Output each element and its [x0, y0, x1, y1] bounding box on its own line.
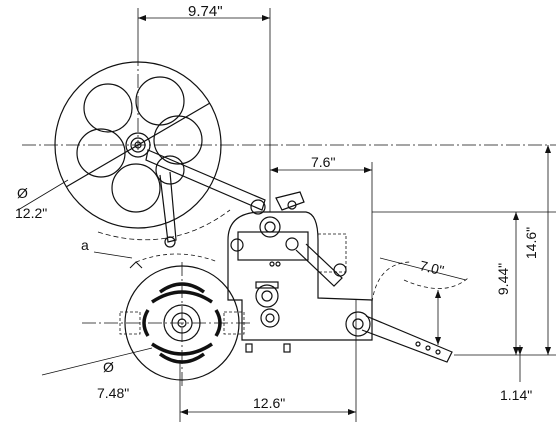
reel-swing-arc	[97, 209, 231, 241]
hub-diameter-symbol: Ø	[103, 359, 114, 375]
rewind-hub	[119, 253, 245, 381]
dimension-mid-width: 7.6"	[311, 154, 336, 170]
dimension-top-width: 9.74"	[188, 3, 223, 20]
label-reel	[54, 61, 266, 248]
peel-plate	[345, 261, 469, 363]
dimension-reel-diameter: 12.2"	[15, 205, 48, 221]
applicator-body	[227, 191, 373, 353]
dimension-base-offset: 1.14"	[500, 387, 533, 403]
dimension-total-height: 14.6"	[523, 226, 540, 260]
reel-diameter-symbol: Ø	[17, 185, 28, 201]
arrowheads	[138, 15, 551, 415]
dimension-hub-diameter: 7.48"	[97, 385, 130, 401]
dimension-base-width: 12.6"	[253, 395, 286, 411]
callout-a: a	[81, 237, 89, 253]
dimension-lines	[17, 8, 556, 422]
dimension-peel-height: 9.44"	[495, 262, 512, 296]
